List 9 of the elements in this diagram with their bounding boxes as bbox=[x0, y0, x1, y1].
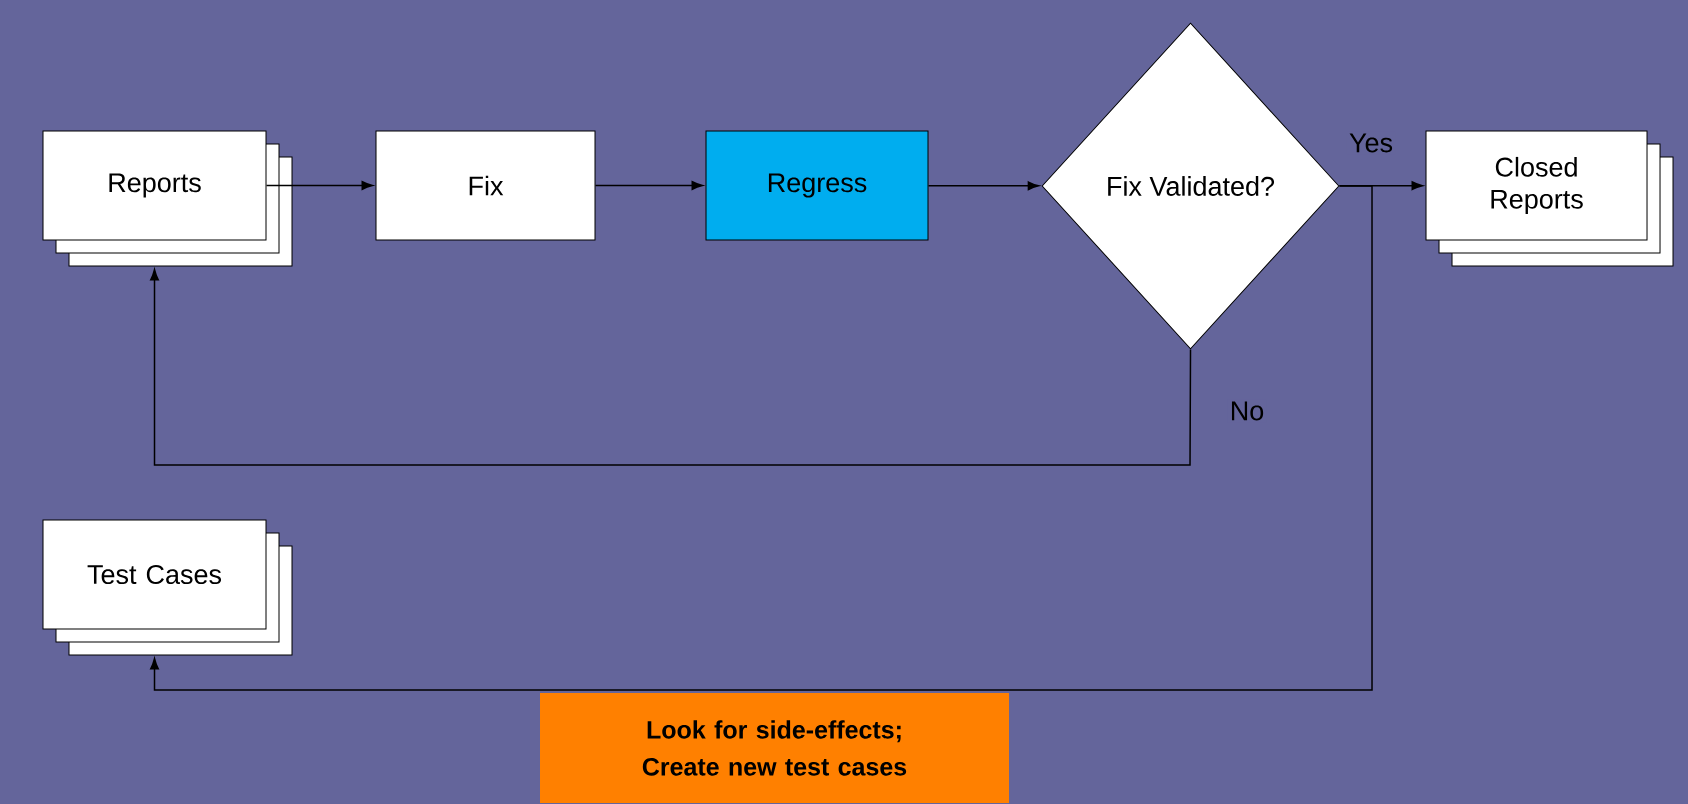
note-box: Look for side-effects; Create new test cases bbox=[540, 693, 1009, 803]
arrow bbox=[1338, 181, 1424, 191]
process-box: Fix bbox=[375, 130, 596, 241]
stacked-document: Test Cases bbox=[42, 519, 293, 656]
arrow bbox=[927, 181, 1040, 191]
arrow bbox=[265, 181, 373, 190]
process-box: Regress bbox=[705, 130, 929, 241]
stacked-document: Closed Reports bbox=[1425, 130, 1674, 267]
stacked-document: Reports bbox=[42, 130, 293, 267]
